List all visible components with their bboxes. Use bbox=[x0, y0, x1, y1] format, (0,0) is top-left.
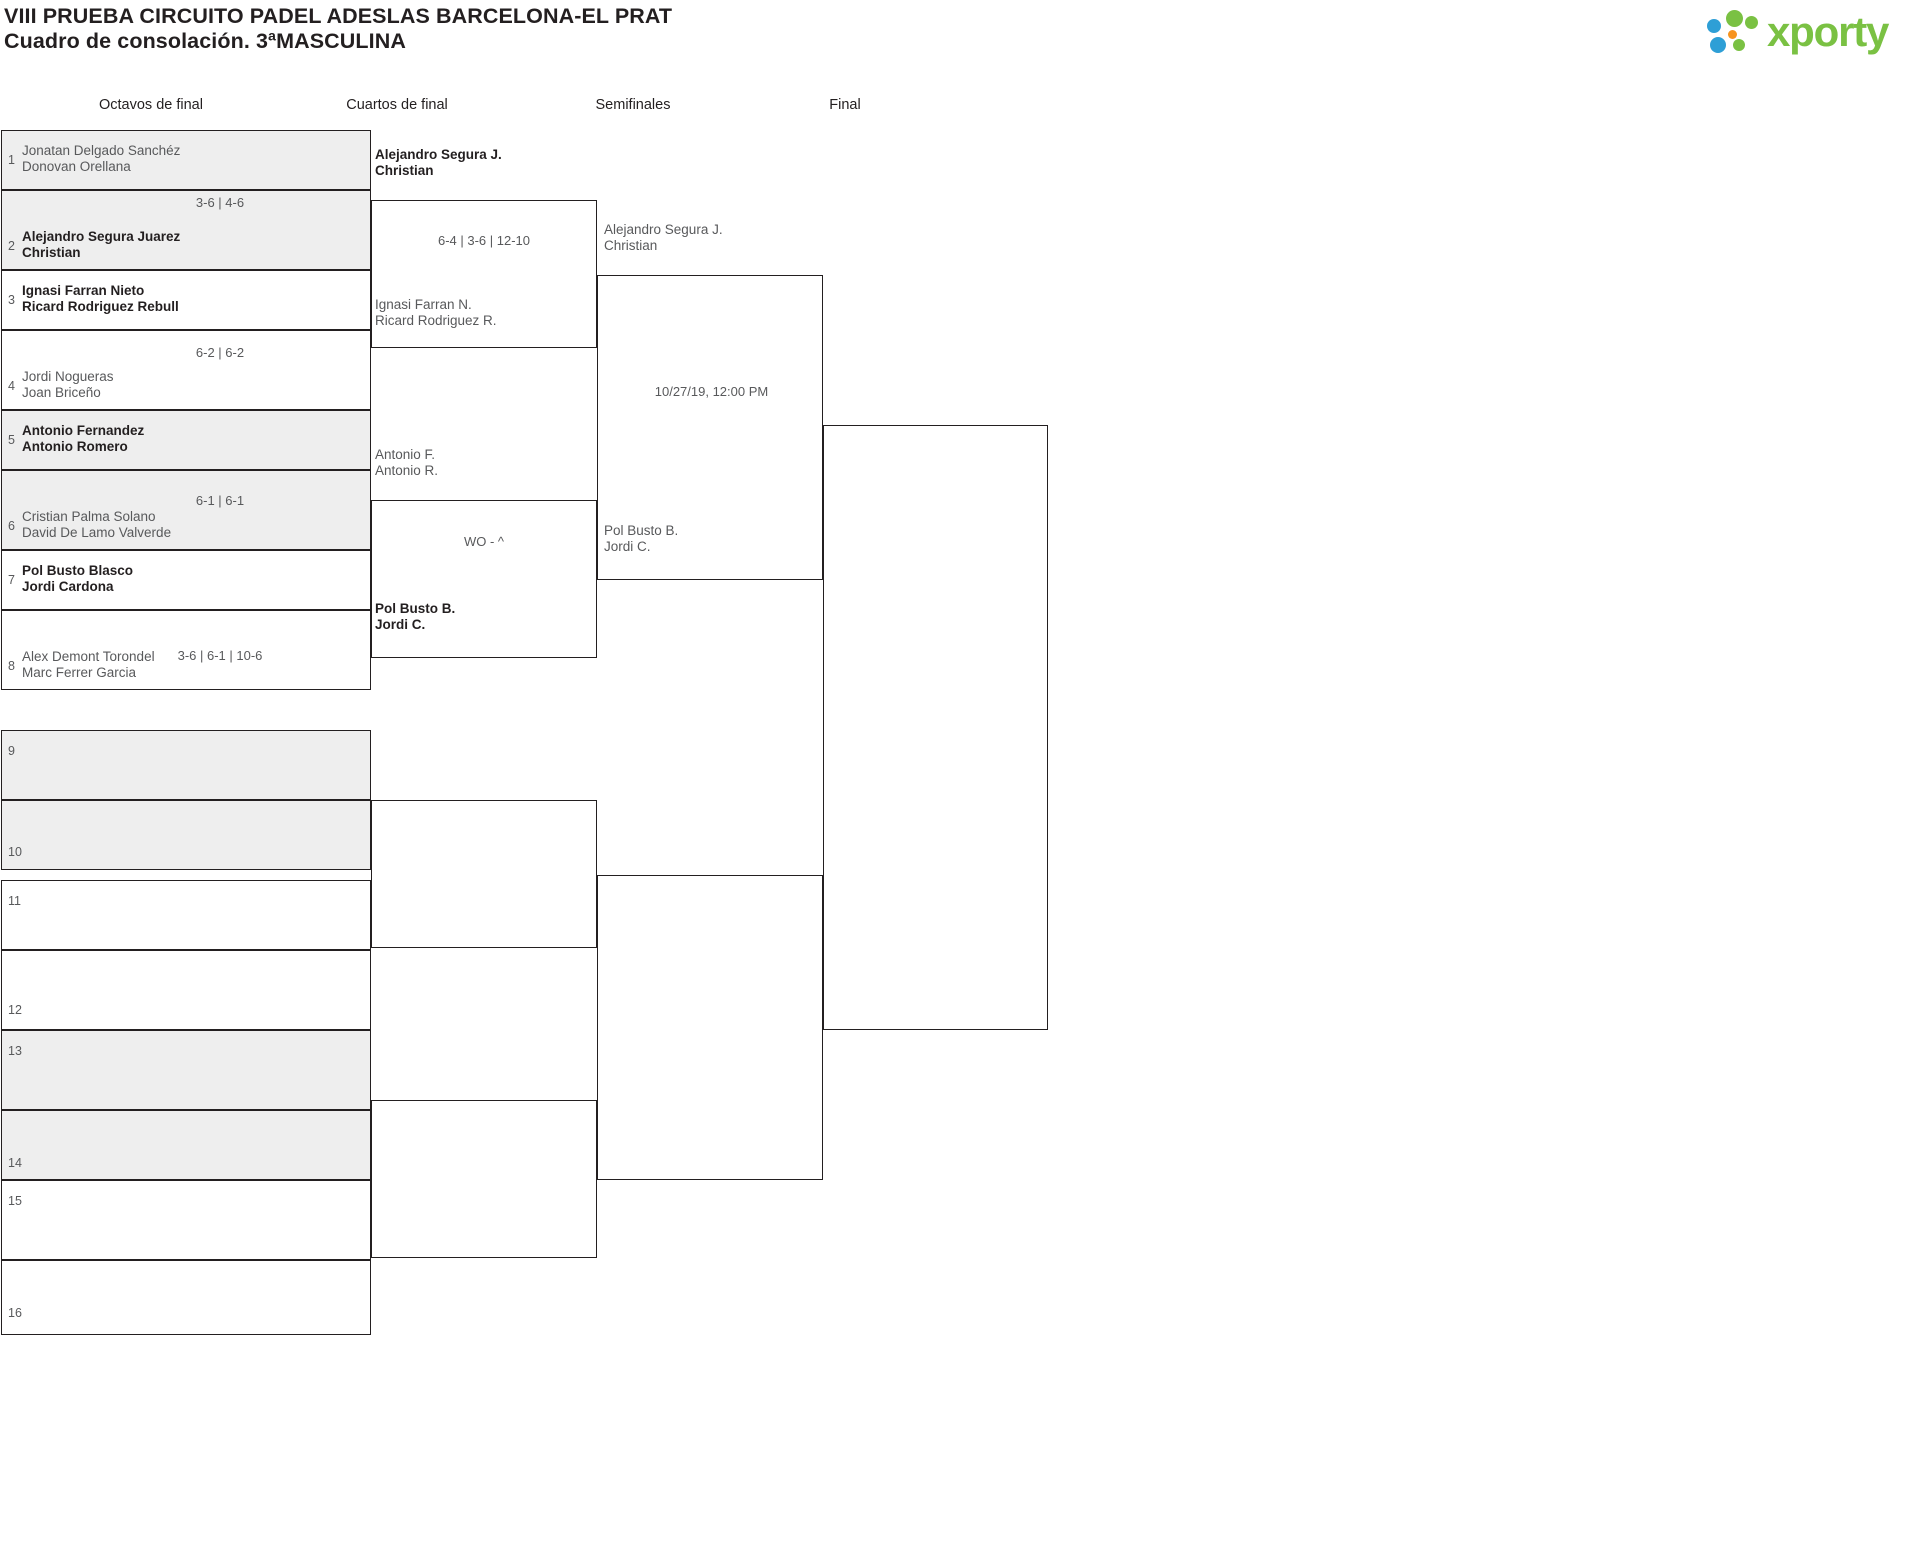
round-header-semifinales: Semifinales bbox=[595, 97, 671, 113]
logo-wordmark: xporty bbox=[1767, 8, 1889, 55]
r1-slot-10[interactable]: 10 bbox=[1, 800, 371, 870]
r2-entry-1: Alejandro Segura J. Christian bbox=[375, 147, 502, 178]
r1-score-2: 6-2 | 6-2 bbox=[195, 345, 245, 360]
r2-connector-1 bbox=[371, 200, 597, 348]
r1-slot-15[interactable]: 15 bbox=[1, 1180, 371, 1260]
team-names: Jonatan Delgado Sanchéz Donovan Orellana bbox=[22, 143, 181, 174]
round-header-final: Final bbox=[829, 97, 861, 113]
r1-slot-7[interactable]: 7 Pol Busto Blasco Jordi Cardona bbox=[1, 550, 371, 610]
xporty-logo[interactable]: xporty bbox=[1705, 8, 1910, 58]
round-header-cuartos: Cuartos de final bbox=[346, 97, 448, 113]
r2-connector-3 bbox=[371, 800, 597, 948]
seed-number: 3 bbox=[8, 293, 15, 307]
r1-score-1: 3-6 | 4-6 bbox=[195, 195, 245, 210]
r1-slot-3[interactable]: 3 Ignasi Farran Nieto Ricard Rodriguez R… bbox=[1, 270, 371, 330]
r1-slot-11[interactable]: 11 bbox=[1, 880, 371, 950]
r1-slot-12[interactable]: 12 bbox=[1, 950, 371, 1030]
tournament-title: VIII PRUEBA CIRCUITO PADEL ADESLAS BARCE… bbox=[4, 4, 673, 28]
seed-number: 14 bbox=[8, 1156, 22, 1170]
r4-connector-1 bbox=[823, 425, 1048, 1030]
r2-entry-4: Pol Busto B. Jordi C. bbox=[375, 601, 456, 632]
draw-subtitle: Cuadro de consolación. 3ªMASCULINA bbox=[4, 29, 406, 53]
r2-score-2: WO - ^ bbox=[463, 534, 505, 549]
r1-slot-13[interactable]: 13 bbox=[1, 1030, 371, 1110]
r1-score-4: 3-6 | 6-1 | 10-6 bbox=[177, 648, 263, 663]
team-names: Jordi Nogueras Joan Briceño bbox=[22, 369, 114, 400]
team-names: Cristian Palma Solano David De Lamo Valv… bbox=[22, 509, 172, 540]
r2-connector-4 bbox=[371, 1100, 597, 1258]
r1-slot-2[interactable]: 2 Alejandro Segura Juarez Christian bbox=[1, 190, 371, 270]
seed-number: 6 bbox=[8, 519, 15, 533]
team-names: Ignasi Farran Nieto Ricard Rodriguez Reb… bbox=[22, 283, 179, 314]
team-names: Alejandro Segura Juarez Christian bbox=[22, 229, 181, 260]
r2-connector-2 bbox=[371, 500, 597, 658]
r2-score-1: 6-4 | 3-6 | 12-10 bbox=[437, 233, 531, 248]
r3-entry-1: Alejandro Segura J. Christian bbox=[604, 222, 723, 253]
round-header-octavos: Octavos de final bbox=[99, 97, 203, 113]
team-names: Alex Demont Torondel Marc Ferrer Garcia bbox=[22, 649, 155, 680]
logo-dots-icon bbox=[1705, 10, 1763, 54]
seed-number: 2 bbox=[8, 239, 15, 253]
r2-entry-2: Ignasi Farran N. Ricard Rodriguez R. bbox=[375, 297, 497, 328]
r1-score-3: 6-1 | 6-1 bbox=[195, 493, 245, 508]
r1-slot-14[interactable]: 14 bbox=[1, 1110, 371, 1180]
seed-number: 1 bbox=[8, 153, 15, 167]
seed-number: 7 bbox=[8, 573, 15, 587]
r1-slot-1[interactable]: 1 Jonatan Delgado Sanchéz Donovan Orella… bbox=[1, 130, 371, 190]
team-names: Antonio Fernandez Antonio Romero bbox=[22, 423, 145, 454]
seed-number: 13 bbox=[8, 1044, 22, 1058]
r1-slot-5[interactable]: 5 Antonio Fernandez Antonio Romero bbox=[1, 410, 371, 470]
r2-entry-3: Antonio F. Antonio R. bbox=[375, 447, 439, 478]
seed-number: 10 bbox=[8, 845, 22, 859]
r1-slot-16[interactable]: 16 bbox=[1, 1260, 371, 1335]
r3-connector-1 bbox=[597, 275, 823, 580]
r1-slot-4[interactable]: 4 Jordi Nogueras Joan Briceño bbox=[1, 330, 371, 410]
seed-number: 15 bbox=[8, 1194, 22, 1208]
r1-slot-6[interactable]: 6 Cristian Palma Solano David De Lamo Va… bbox=[1, 470, 371, 550]
seed-number: 16 bbox=[8, 1306, 22, 1320]
r3-entry-2: Pol Busto B. Jordi C. bbox=[604, 523, 679, 554]
seed-number: 5 bbox=[8, 433, 15, 447]
r3-connector-2 bbox=[597, 875, 823, 1180]
seed-number: 4 bbox=[8, 379, 15, 393]
title-block: VIII PRUEBA CIRCUITO PADEL ADESLAS BARCE… bbox=[4, 4, 672, 54]
page-header: VIII PRUEBA CIRCUITO PADEL ADESLAS BARCE… bbox=[0, 0, 1920, 70]
r1-slot-9[interactable]: 9 bbox=[1, 730, 371, 800]
seed-number: 9 bbox=[8, 744, 15, 758]
seed-number: 11 bbox=[8, 894, 21, 908]
r3-match-datetime: 10/27/19, 12:00 PM bbox=[654, 384, 769, 399]
seed-number: 8 bbox=[8, 659, 15, 673]
team-names: Pol Busto Blasco Jordi Cardona bbox=[22, 563, 134, 594]
seed-number: 12 bbox=[8, 1003, 22, 1017]
r1-slot-8[interactable]: 8 Alex Demont Torondel Marc Ferrer Garci… bbox=[1, 610, 371, 690]
